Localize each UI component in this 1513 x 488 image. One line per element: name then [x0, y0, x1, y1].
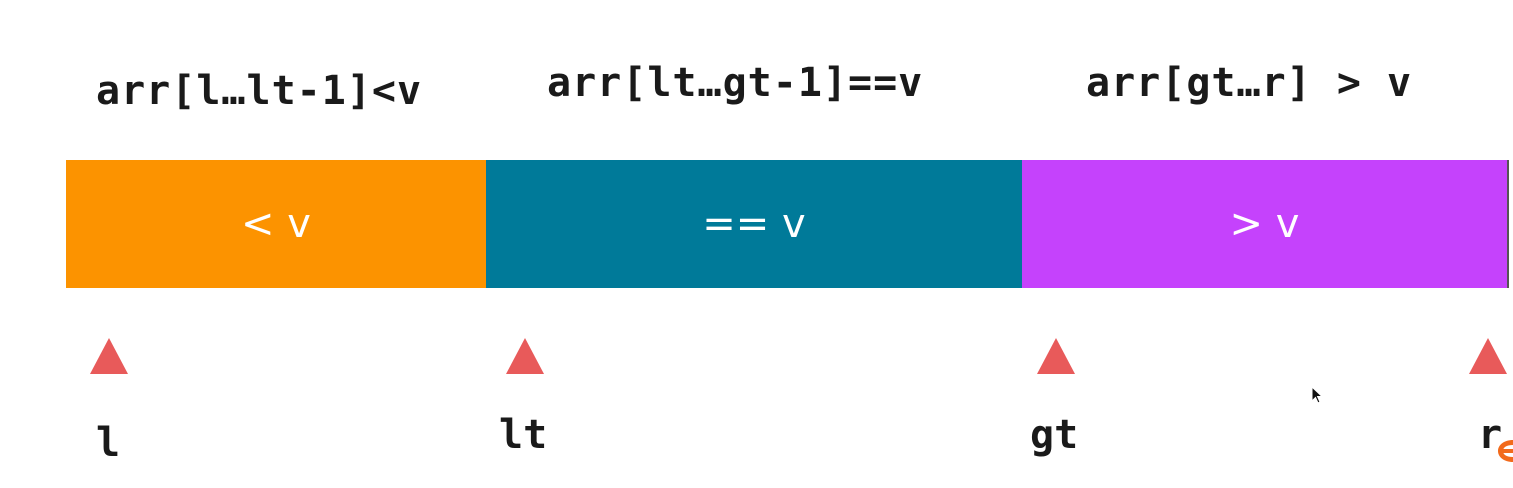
pointer-label-lt: lt [499, 412, 548, 458]
caption-less-than: arr[l…lt-1]<v [96, 68, 423, 114]
segment-less-than: < v [66, 160, 486, 288]
caption-greater-than: arr[gt…r] > v [1086, 60, 1413, 106]
pointer-label-l: l [96, 420, 121, 466]
pointer-marker-r [1469, 338, 1507, 374]
pointer-label-gt: gt [1030, 412, 1079, 458]
segment-greater-than: > v [1022, 160, 1509, 288]
corner-logo-icon [1498, 440, 1513, 462]
pointer-marker-lt [506, 338, 544, 374]
segment-equal: == v [486, 160, 1022, 288]
pointer-marker-l [90, 338, 128, 374]
caption-equal: arr[lt…gt-1]==v [547, 60, 924, 106]
pointer-marker-gt [1037, 338, 1075, 374]
mouse-pointer-icon [1311, 386, 1324, 404]
